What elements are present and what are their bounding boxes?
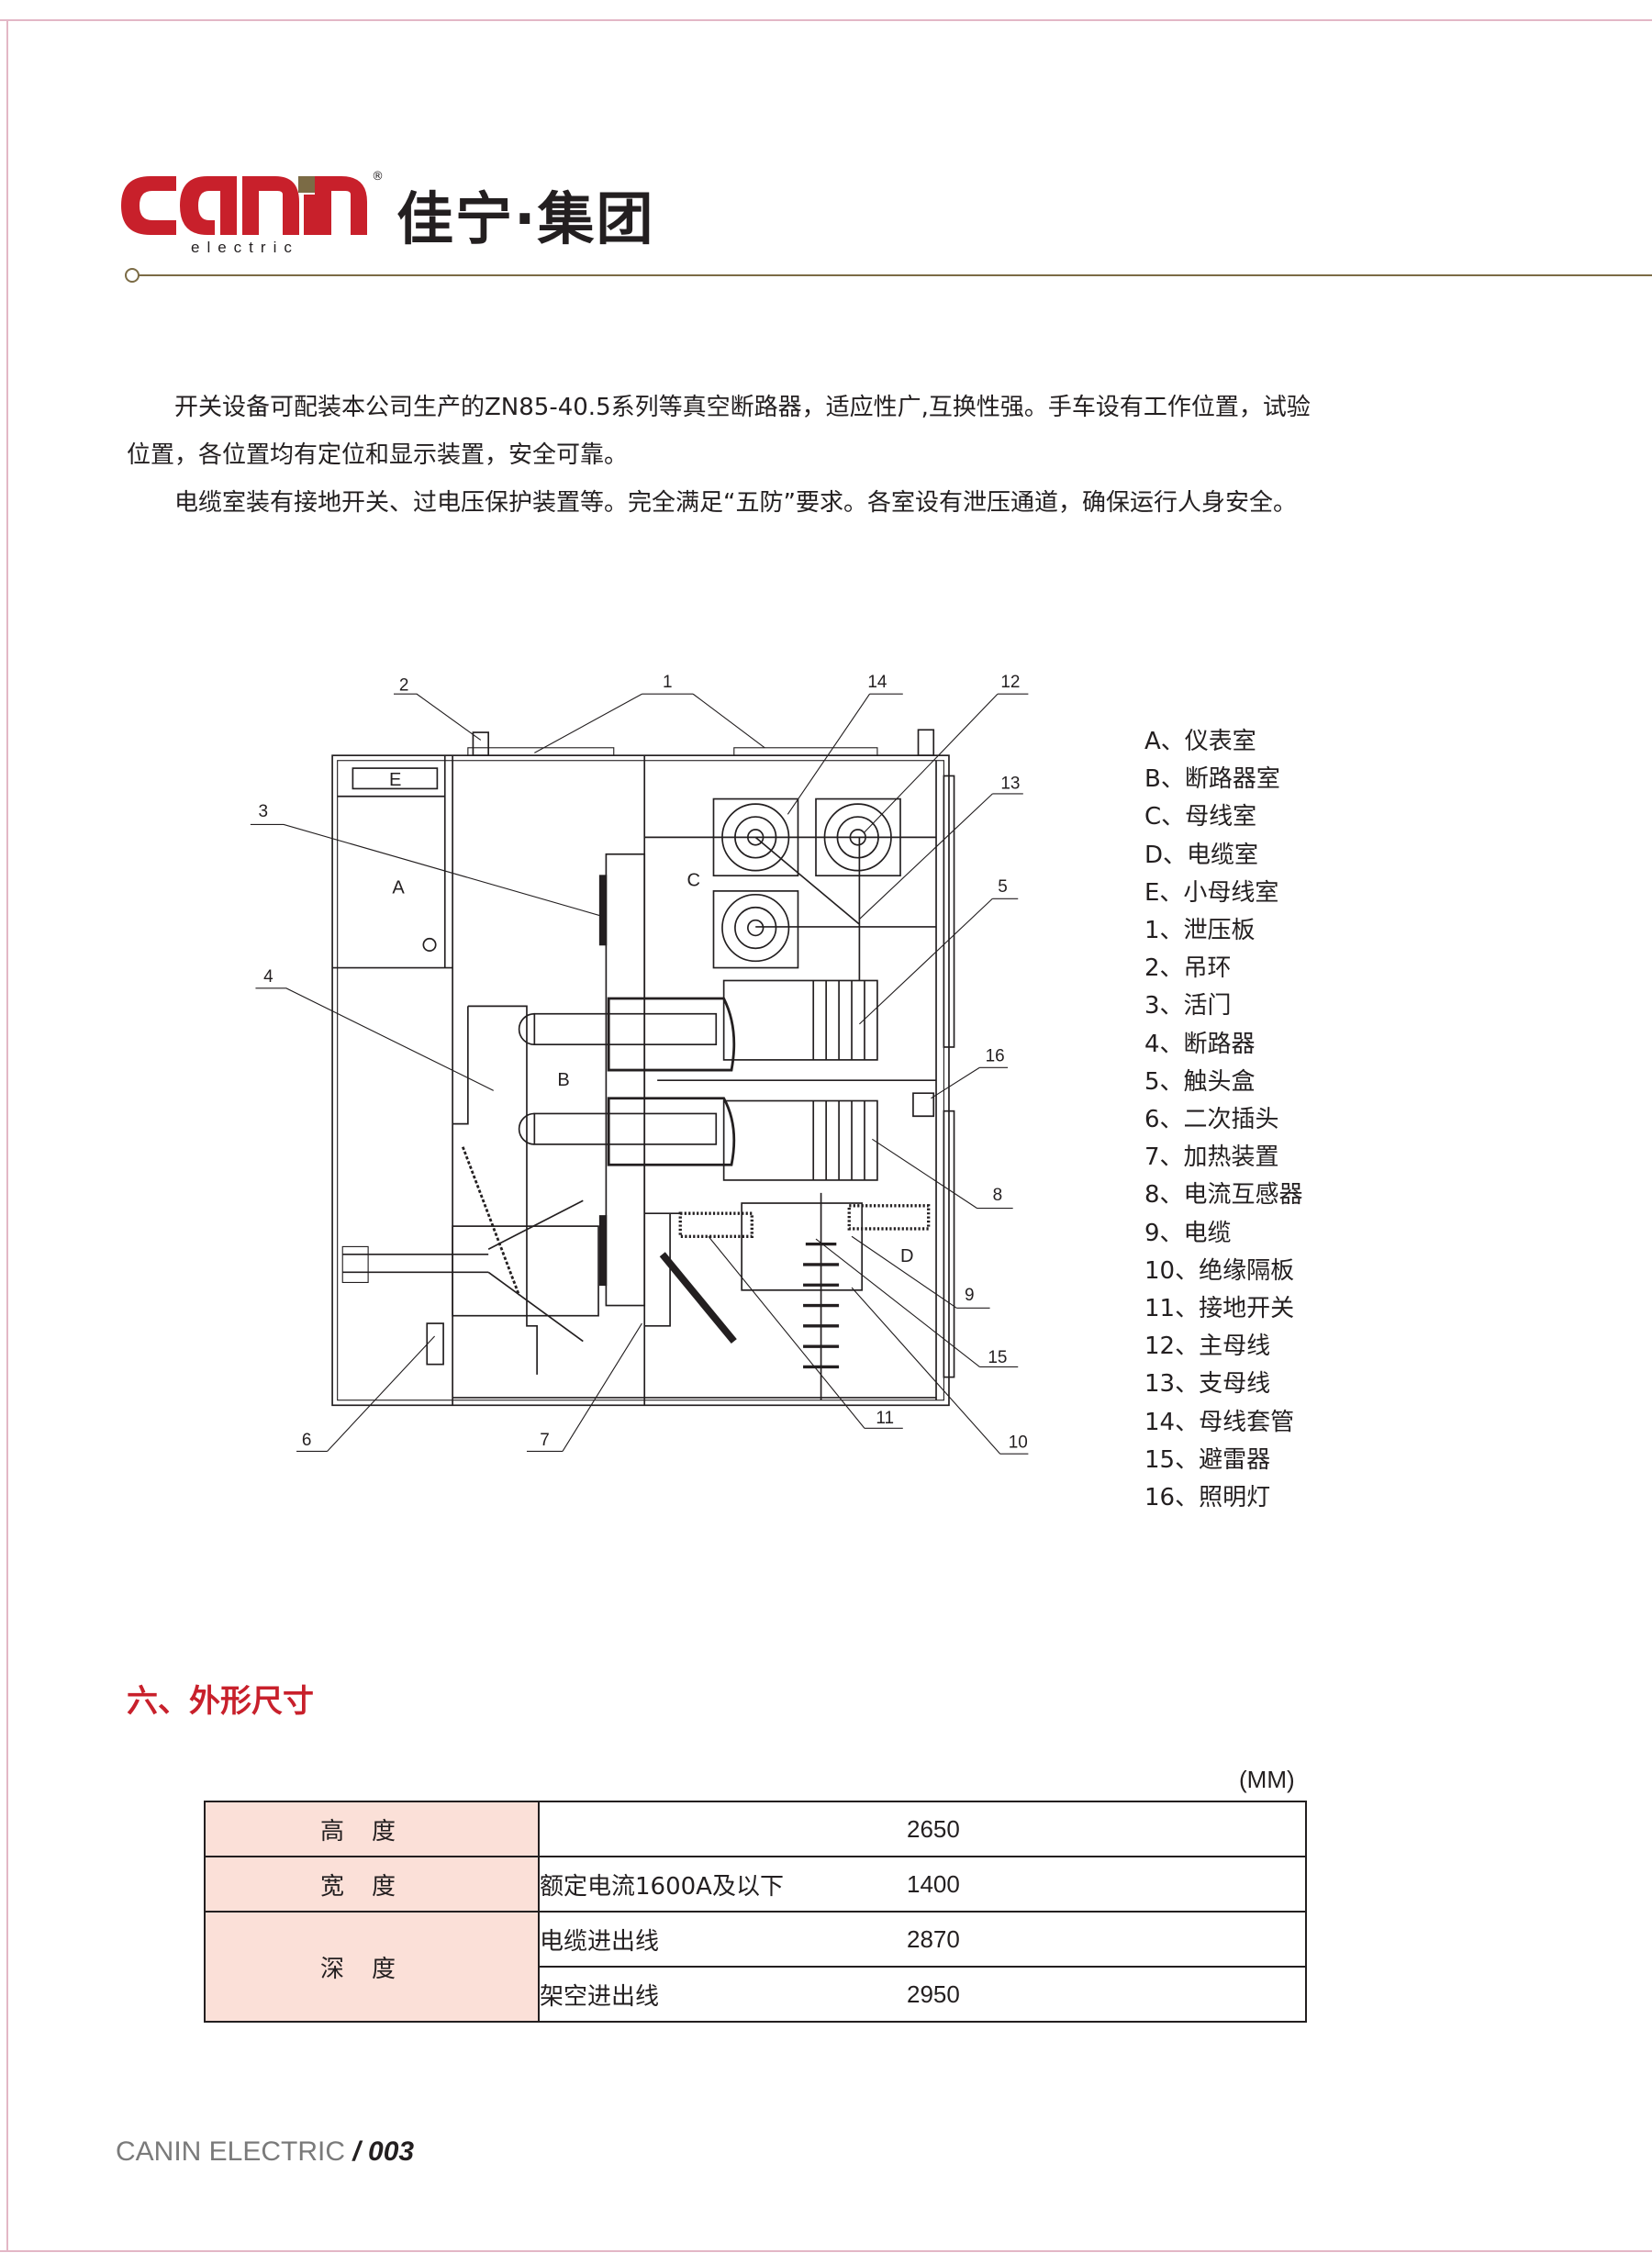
- label-D: D: [900, 1246, 914, 1266]
- header-rule-dot: [125, 268, 140, 283]
- legend-item: 12、主母线: [1144, 1333, 1271, 1361]
- callout-7: 7: [540, 1431, 550, 1450]
- intro-text: 开关设备可配装本公司生产的ZN85-40.5系列等真空断路器，适应性广,互换性强…: [127, 384, 1503, 527]
- legend-item: 4、断路器: [1144, 1030, 1256, 1058]
- height-value: 2650: [907, 1801, 1307, 1857]
- legend-item: 15、避雷器: [1144, 1445, 1271, 1474]
- callout-1: 1: [663, 673, 673, 692]
- cable-compartment: [426, 1092, 935, 1400]
- label-B: B: [557, 1070, 569, 1090]
- callout-13: 13: [1000, 774, 1020, 793]
- intro-p2: 电缆室装有接地开关、过电压保护装置等。完全满足“五防”要求。各室设有泄压通道，确…: [174, 489, 1297, 517]
- cabinet-outline: [331, 729, 955, 1407]
- page-border-left: [6, 19, 8, 2251]
- section-title: 六、外形尺寸: [127, 1683, 314, 1720]
- callout-10: 10: [1009, 1433, 1028, 1453]
- footer: CANIN ELECTRIC / 003: [116, 2136, 414, 2168]
- legend-item: E、小母线室: [1144, 878, 1279, 907]
- label-A: A: [392, 878, 405, 898]
- legend-item: 1、泄压板: [1144, 917, 1256, 945]
- depth-desc: 电缆进出线: [538, 1911, 907, 1968]
- depth-value: 2950: [907, 1966, 1307, 2023]
- callout-6: 6: [302, 1431, 312, 1450]
- legend-item: 9、电缆: [1144, 1219, 1232, 1247]
- page-border-top: [0, 19, 1652, 21]
- footer-page-number: / 003: [352, 2136, 415, 2167]
- label-C: C: [686, 870, 700, 890]
- callout-16: 16: [986, 1047, 1005, 1066]
- leader-lines: [250, 693, 1029, 1455]
- callout-14: 14: [867, 673, 887, 692]
- switchgear-diagram: A B C D E 1 2 3 4: [250, 673, 1029, 1455]
- legend-item: 11、接地开关: [1144, 1295, 1295, 1323]
- callout-numbers: 1 2 3 4 5 6 7 8 9 10 11 12 13 14 15 16: [259, 673, 1028, 1453]
- company-name: 佳宁·集团: [396, 185, 655, 252]
- depth-desc: 架空进出线: [538, 1966, 907, 2023]
- intro-p1: 开关设备可配装本公司生产的ZN85-40.5系列等真空断路器，适应性广,互换性强…: [174, 394, 1311, 421]
- dimensions-table: 高度 2650 宽度 额定电流1600A及以下 1400 深度 电缆进出线 28…: [204, 1801, 1307, 2023]
- callout-9: 9: [965, 1286, 975, 1305]
- compartment-labels: A B C D E: [389, 770, 914, 1266]
- width-value: 1400: [907, 1856, 1307, 1913]
- legend-item: B、断路器室: [1144, 765, 1280, 794]
- callout-12: 12: [1000, 673, 1020, 692]
- callout-4: 4: [263, 967, 273, 987]
- canin-logo: [121, 176, 367, 235]
- logo-subtitle: electric: [191, 239, 299, 256]
- row-header-width: 宽度: [204, 1856, 540, 1913]
- contacts: [518, 997, 736, 1166]
- legend-item: 10、绝缘隔板: [1144, 1256, 1295, 1285]
- label-E: E: [389, 770, 401, 790]
- legend-item: 6、二次插头: [1144, 1106, 1279, 1134]
- callout-2: 2: [399, 675, 409, 695]
- unit-label: (MM): [1239, 1766, 1295, 1793]
- row-header-depth: 深度: [204, 1911, 540, 2023]
- legend-item: 13、支母线: [1144, 1370, 1271, 1399]
- legend-item: 8、电流互感器: [1144, 1181, 1303, 1210]
- row-header-height: 高度: [204, 1801, 540, 1857]
- page-border-bottom: [0, 2250, 1652, 2252]
- table-row: 宽度 额定电流1600A及以下 1400: [204, 1856, 1307, 1913]
- busbar-bushings: [712, 797, 937, 981]
- callout-15: 15: [988, 1348, 1007, 1367]
- legend-item: 2、吊环: [1144, 954, 1232, 983]
- callout-11: 11: [876, 1409, 894, 1428]
- diagram-legend: A、仪表室 B、断路器室 C、母线室 D、电缆室 E、小母线室 1、泄压板 2、…: [1144, 723, 1303, 1517]
- legend-item: A、仪表室: [1144, 728, 1256, 755]
- legend-item: C、母线室: [1144, 803, 1257, 831]
- legend-item: 7、加热装置: [1144, 1143, 1279, 1172]
- circuit-breaker: [341, 853, 646, 1375]
- table-row: 深度 电缆进出线 2870: [204, 1911, 1307, 2023]
- header-rule: [136, 274, 1652, 276]
- legend-item: 14、母线套管: [1144, 1408, 1295, 1436]
- contact-boxes-and-ct: [722, 979, 878, 1181]
- legend-item: 5、触头盒: [1144, 1067, 1256, 1096]
- legend-item: 16、照明灯: [1144, 1484, 1271, 1512]
- callout-8: 8: [993, 1186, 1003, 1205]
- width-desc: 额定电流1600A及以下: [538, 1856, 907, 1913]
- registered-mark: ®: [372, 170, 384, 184]
- depth-value: 2870: [907, 1911, 1307, 1968]
- callout-3: 3: [259, 802, 269, 821]
- legend-item: D、电缆室: [1144, 841, 1259, 869]
- legend-item: 3、活门: [1144, 992, 1232, 1020]
- table-row: 高度 2650: [204, 1801, 1307, 1857]
- table-row: 架空进出线 2950: [205, 1966, 1307, 2023]
- footer-brand: CANIN ELECTRIC: [116, 2136, 346, 2167]
- intro-p1-cont: 位置，各位置均有定位和显示装置，安全可靠。: [127, 441, 629, 469]
- callout-5: 5: [998, 877, 1008, 897]
